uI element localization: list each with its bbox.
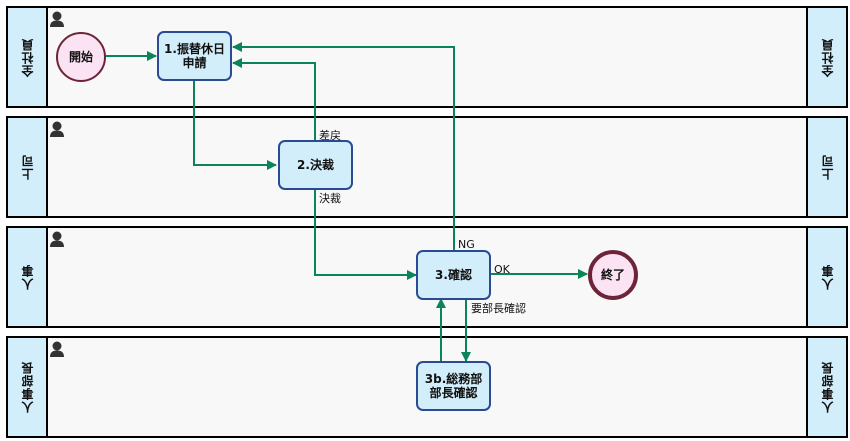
lane-header-left: 全社員 — [8, 8, 48, 106]
person-icon — [50, 11, 64, 27]
lane-header-right: 全社員 — [806, 8, 846, 106]
lane-header-left: 上司 — [8, 118, 48, 216]
task-label: 1.振替休日申請 — [164, 42, 225, 70]
task-3-confirm[interactable]: 3.確認 — [416, 250, 491, 300]
edge-label-approve: 決裁 — [319, 192, 341, 205]
edge-task2-to-task1-return[interactable] — [232, 58, 316, 140]
lane-header-right: 人事 — [806, 228, 846, 326]
lane-header-left: 人事 — [8, 228, 48, 326]
person-icon — [50, 341, 64, 357]
edge-label-return: 差戻 — [319, 129, 341, 142]
task-1-holiday-request[interactable]: 1.振替休日申請 — [157, 31, 232, 81]
person-icon — [50, 231, 64, 247]
person-icon — [50, 121, 64, 137]
swimlane-boss: 上司 上司 — [6, 116, 848, 218]
task-3b-general-affairs-manager-confirm[interactable]: 3b.総務部部長確認 — [416, 361, 491, 411]
task-2-approval[interactable]: 2.決裁 — [278, 140, 353, 190]
end-event[interactable]: 終了 — [588, 250, 638, 300]
task-label: 3b.総務部部長確認 — [424, 372, 483, 400]
lane-header-right: 人事部長 — [806, 338, 846, 436]
edge-task3-to-task1-ng[interactable] — [232, 42, 455, 251]
edge-label-manager-check: 要部長確認 — [471, 302, 526, 315]
edge-task2-to-task3-approve[interactable] — [314, 190, 417, 280]
end-event-label: 終了 — [600, 268, 625, 282]
task-label: 3.確認 — [435, 268, 472, 282]
lane-header-right: 上司 — [806, 118, 846, 216]
swimlane-all-staff: 全社員 全社員 — [6, 6, 848, 108]
task-label: 2.決裁 — [297, 158, 334, 172]
edge-label-ok: OK — [494, 263, 510, 276]
edge-label-ng: NG — [458, 238, 475, 251]
start-event[interactable]: 開始 — [56, 32, 106, 82]
edge-task1-to-task2[interactable] — [193, 81, 277, 170]
lane-header-left: 人事部長 — [8, 338, 48, 436]
start-event-label: 開始 — [68, 50, 93, 64]
